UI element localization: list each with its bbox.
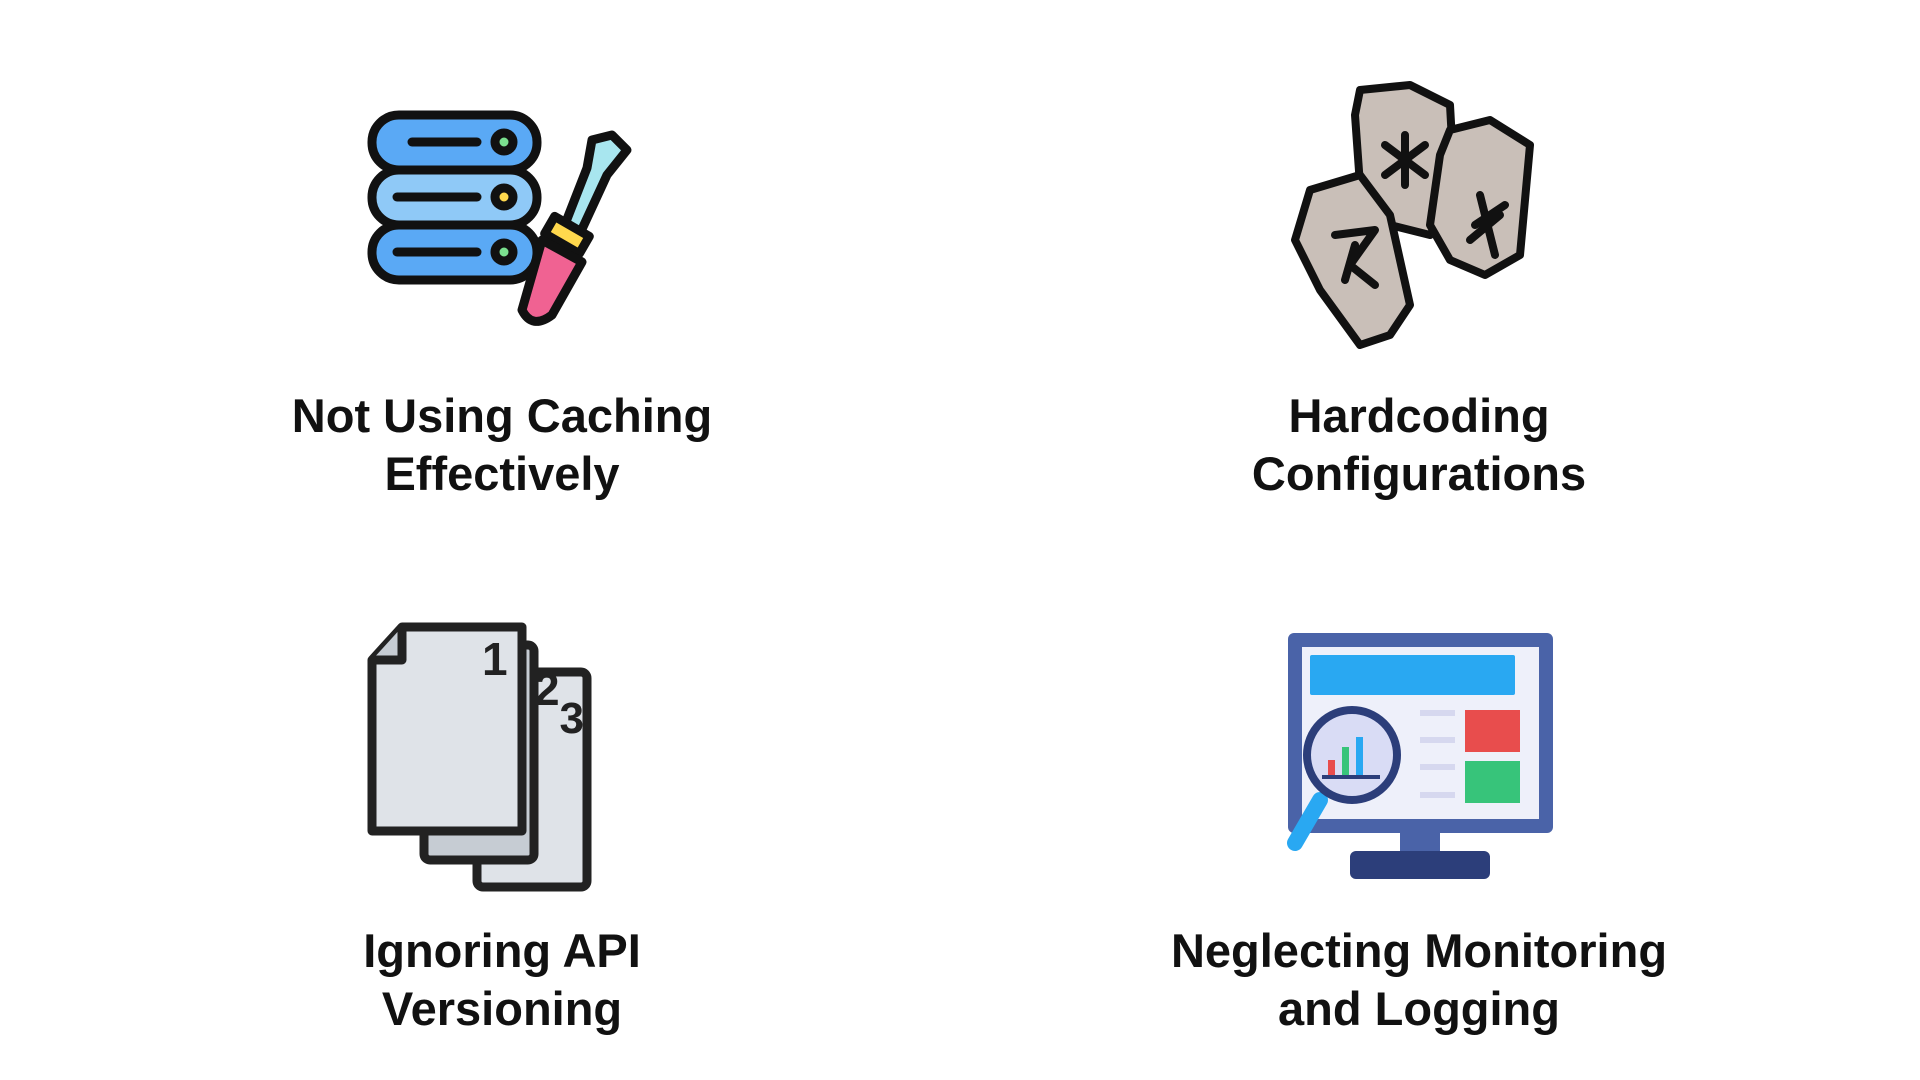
- server-screwdriver-icon: [367, 110, 632, 326]
- title-line-1: Neglecting Monitoring: [1170, 924, 1668, 977]
- svg-text:3: 3: [560, 694, 584, 743]
- title-line-2: and Logging: [1278, 982, 1560, 1035]
- title-line-1: Hardcoding: [1288, 389, 1550, 442]
- item-title: Not Using Caching Effectively: [152, 387, 852, 503]
- item-title: Ignoring API Versioning: [152, 922, 852, 1038]
- item-title: Hardcoding Configurations: [1069, 387, 1769, 503]
- item-title: Neglecting Monitoring and Logging: [1069, 922, 1769, 1038]
- title-line-1: Not Using Caching: [291, 389, 713, 442]
- title-line-1: Ignoring API: [363, 924, 641, 977]
- title-line-2: Effectively: [384, 447, 620, 500]
- title-line-2: Configurations: [1251, 447, 1587, 500]
- rune-stones-icon: [1291, 81, 1534, 349]
- svg-text:2: 2: [534, 663, 560, 715]
- svg-text:1: 1: [482, 633, 508, 685]
- title-line-2: Versioning: [381, 982, 623, 1035]
- monitor-analytics-icon: [1287, 633, 1553, 879]
- numbered-documents-icon: 123: [367, 622, 592, 892]
